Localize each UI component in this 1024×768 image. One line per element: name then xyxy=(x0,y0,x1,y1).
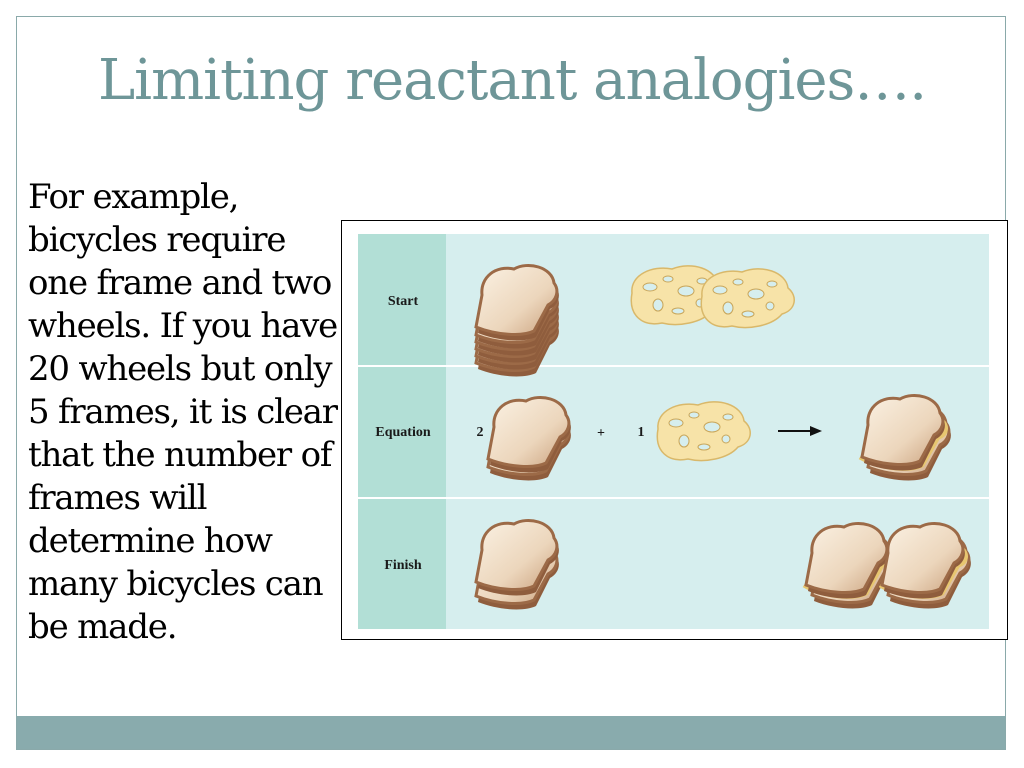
bread-coefficient: 2 xyxy=(477,425,484,440)
footer-bar xyxy=(17,716,1005,749)
arrow-right-icon xyxy=(778,426,822,436)
slide-title: Limiting reactant analogies…. xyxy=(97,48,927,113)
cheese-coefficient: 1 xyxy=(638,425,645,440)
row-label-start: Start xyxy=(388,294,419,309)
row-label-column xyxy=(358,234,446,629)
plus-sign: + xyxy=(597,426,605,441)
row-label-finish: Finish xyxy=(384,558,422,573)
row-label-equation: Equation xyxy=(375,425,430,440)
sandwich-diagram: Start Equation Finish 2 + 1 xyxy=(358,234,989,629)
body-text: For example, bicycles require one frame … xyxy=(28,177,338,647)
figure-box: Start Equation Finish 2 + 1 xyxy=(341,220,1008,640)
